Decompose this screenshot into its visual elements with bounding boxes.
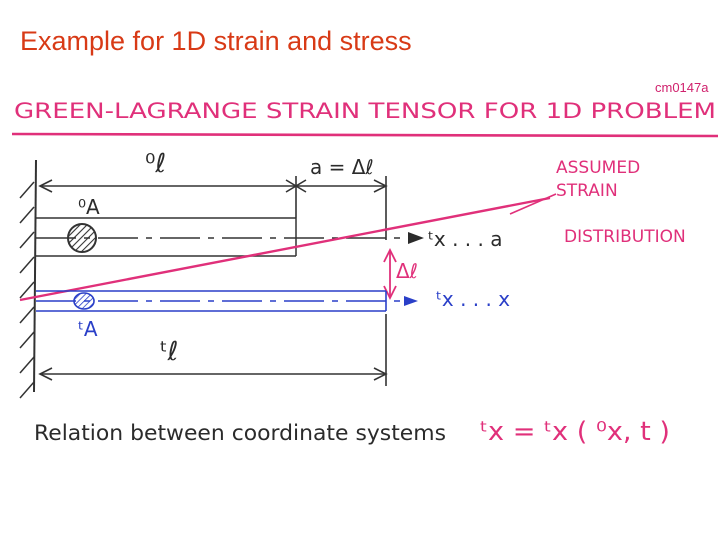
dimension-current-length	[38, 314, 388, 386]
coord-original: ᵗx . . . a	[428, 227, 503, 251]
original-axis-arrow	[408, 232, 424, 244]
assumed-strain-pointer	[509, 193, 557, 215]
current-bar	[36, 290, 412, 312]
wall-hatching	[19, 181, 35, 399]
coord-current: ᵗx . . . x	[436, 287, 510, 311]
relation-formula: ᵗx = ᵗx ( ⁰x, t )	[480, 417, 670, 447]
slide-code: cm0147a	[655, 80, 709, 95]
label-current-area: ᵗA	[78, 317, 98, 341]
wall	[33, 159, 37, 393]
assumed-strain-label-1: ASSUMED	[556, 158, 640, 178]
label-original-length: ⁰ℓ	[145, 149, 166, 179]
current-axis-arrow	[404, 296, 418, 306]
heading-underline	[11, 132, 719, 138]
delta-l-marker	[383, 247, 397, 301]
current-cross-section	[73, 292, 95, 310]
label-delta-l: Δℓ	[396, 259, 418, 283]
assumed-strain-label-3: DISTRIBUTION	[564, 227, 686, 247]
heading: GREEN-LAGRANGE STRAIN TENSOR FOR 1D PROB…	[14, 99, 716, 123]
original-cross-section	[67, 223, 97, 253]
slide-title: Example for 1D strain and stress	[20, 26, 412, 56]
relation-text: Relation between coordinate systems	[34, 421, 446, 445]
label-current-length: ᵗℓ	[160, 337, 178, 367]
assumed-strain-label-2: STRAIN	[556, 181, 618, 201]
label-elongation: a = Δℓ	[310, 155, 374, 179]
label-original-area: ⁰A	[78, 195, 100, 219]
assumed-strain-line	[19, 196, 551, 302]
